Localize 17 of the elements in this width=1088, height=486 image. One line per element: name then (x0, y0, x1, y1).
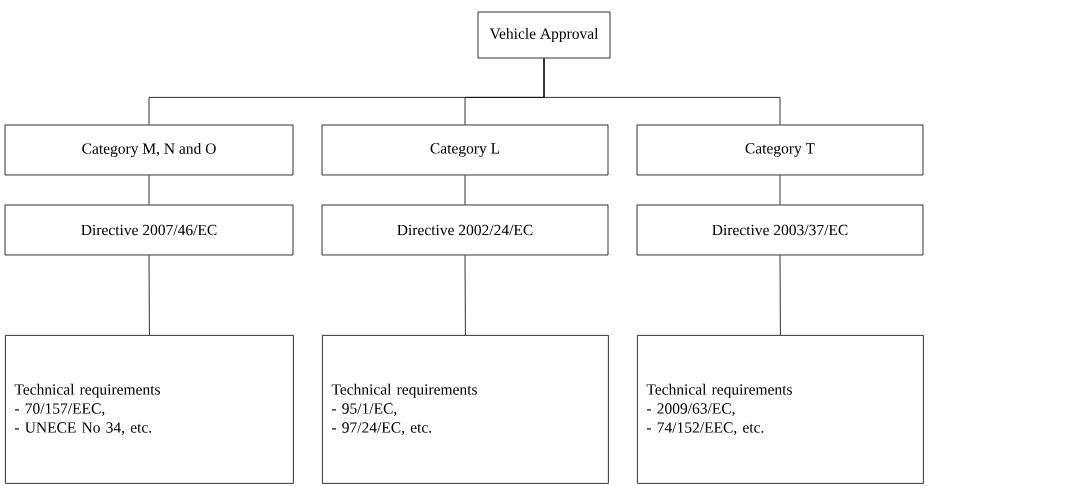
requirements-box: Technical requirements - 70/157/EEC, - UNECE No 34, etc. (5, 335, 294, 484)
connector-line (464, 255, 466, 336)
category-box: Directive 2002/24/EC (321, 204, 609, 256)
connector-line (148, 175, 150, 205)
title-box: Vehicle Approval (477, 11, 611, 59)
category-box: Directive 2007/46/EC (4, 204, 294, 256)
connector-line (779, 175, 781, 205)
category-box: Category M, N and O (4, 124, 294, 176)
connector-line (543, 58, 781, 125)
requirements-box: Technical requirements - 95/1/EC, - 97/24/EC, etc. (322, 335, 609, 484)
category-box: Category T (636, 124, 924, 176)
connector-line (464, 175, 466, 205)
connector-line (148, 255, 150, 336)
requirements-box: Technical requirements - 2009/63/EC, - 74/152/EEC, etc. (637, 335, 924, 484)
connector-line (779, 255, 781, 336)
category-box: Category L (321, 124, 609, 176)
category-box: Directive 2003/37/EC (636, 204, 924, 256)
